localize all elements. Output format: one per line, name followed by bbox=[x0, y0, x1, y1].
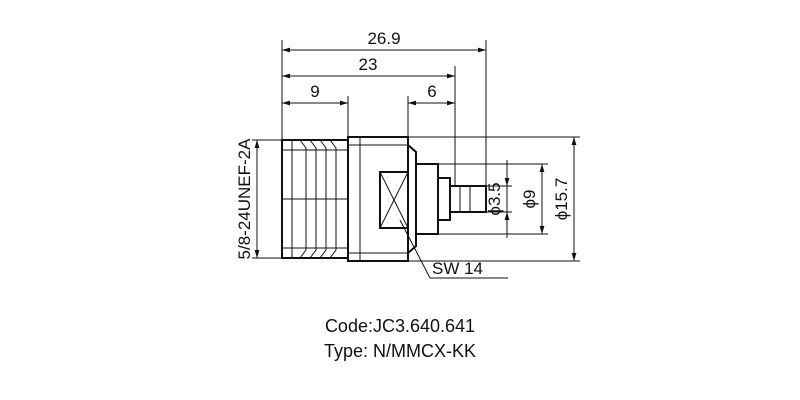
caption-type: Type: N/MMCX-KK bbox=[323, 341, 477, 361]
connector-outline bbox=[281, 136, 487, 262]
dim-overall: 26.9 bbox=[282, 29, 486, 53]
dim-nut-label: 9 bbox=[310, 82, 319, 101]
dim-overall-label: 26.9 bbox=[367, 29, 400, 48]
caption-code: Code:JC3.640.641 bbox=[324, 316, 476, 336]
dia-mid-label: ϕ9 bbox=[520, 190, 539, 209]
dim-dia-mid: ϕ9 bbox=[520, 164, 545, 234]
dim-nut: 9 bbox=[282, 82, 348, 106]
dim-thread: 5/8-24UNEF-2A bbox=[235, 138, 260, 260]
dim-dia-body: ϕ15.7 bbox=[552, 137, 577, 261]
hex-body bbox=[347, 136, 409, 262]
dia-pin-label: ϕ3.5 bbox=[485, 182, 504, 215]
mmcx-pin bbox=[449, 185, 487, 213]
wrench-size-label: SW 14 bbox=[432, 259, 483, 278]
dim-pin: 6 bbox=[408, 82, 455, 106]
wrench-flat bbox=[379, 171, 409, 229]
dia-body-label: ϕ15.7 bbox=[552, 178, 571, 221]
dim-body-label: 23 bbox=[359, 55, 378, 74]
thread-spec-label: 5/8-24UNEF-2A bbox=[235, 138, 254, 260]
dim-dia-pin: ϕ3.5 bbox=[485, 160, 510, 238]
dim-pin-label: 6 bbox=[427, 82, 436, 101]
dim-body: 23 bbox=[282, 55, 455, 79]
wrench-leader: SW 14 bbox=[399, 219, 508, 279]
mid-section bbox=[415, 163, 439, 235]
